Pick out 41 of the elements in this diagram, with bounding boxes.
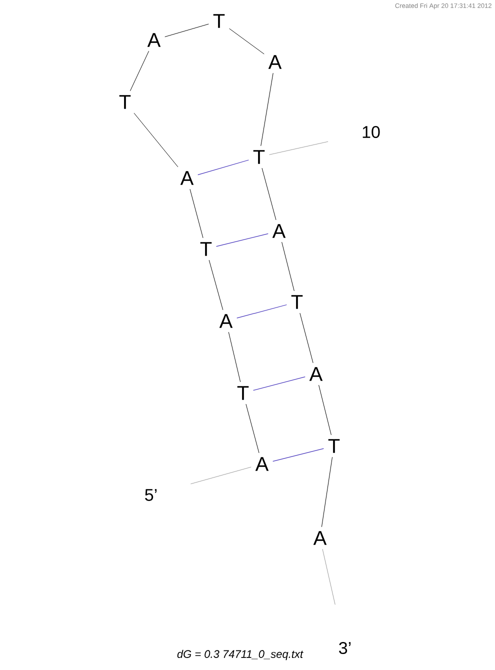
backbone-line [164, 24, 209, 38]
base-letter: T [253, 150, 265, 164]
base-letter: T [237, 386, 249, 400]
base-letter: T [119, 95, 131, 109]
base-letter: A [219, 314, 233, 328]
backbone-line [282, 242, 294, 292]
backbone-line [134, 112, 178, 168]
leader-line [322, 548, 336, 605]
backbone-line [229, 28, 264, 54]
base-pair-line [198, 160, 249, 176]
backbone-line [190, 188, 204, 238]
base-pair-line [236, 304, 287, 318]
base-letter: T [328, 439, 340, 453]
base-pair-line [216, 233, 268, 247]
backbone-line [208, 260, 224, 310]
base-letter: A [272, 224, 286, 238]
base-letter: T [213, 14, 225, 28]
base-letter: A [147, 33, 161, 47]
base-letter: A [268, 55, 282, 69]
backbone-line [321, 456, 333, 528]
position-label: 5’ [145, 489, 157, 501]
base-pair-line [253, 376, 306, 391]
backbone-line [130, 50, 150, 92]
leader-line [190, 466, 252, 484]
backbone-line [262, 168, 276, 220]
backbone-line [228, 332, 241, 382]
backbone-line [300, 312, 314, 364]
base-letter: A [180, 171, 194, 185]
base-letter: T [200, 242, 212, 256]
position-label: 3’ [339, 642, 351, 654]
base-letter: A [313, 531, 327, 545]
backbone-line [260, 72, 274, 146]
leader-line [269, 141, 328, 155]
caption: dG = 0.3 74711_0_seq.txt [177, 650, 304, 660]
base-letter: A [309, 367, 323, 381]
base-letter: T [291, 295, 303, 309]
base-pair-line [272, 448, 324, 462]
backbone-line [318, 384, 332, 436]
position-label: 10 [362, 126, 380, 138]
base-letter: A [255, 457, 269, 471]
backbone-line [246, 404, 260, 454]
